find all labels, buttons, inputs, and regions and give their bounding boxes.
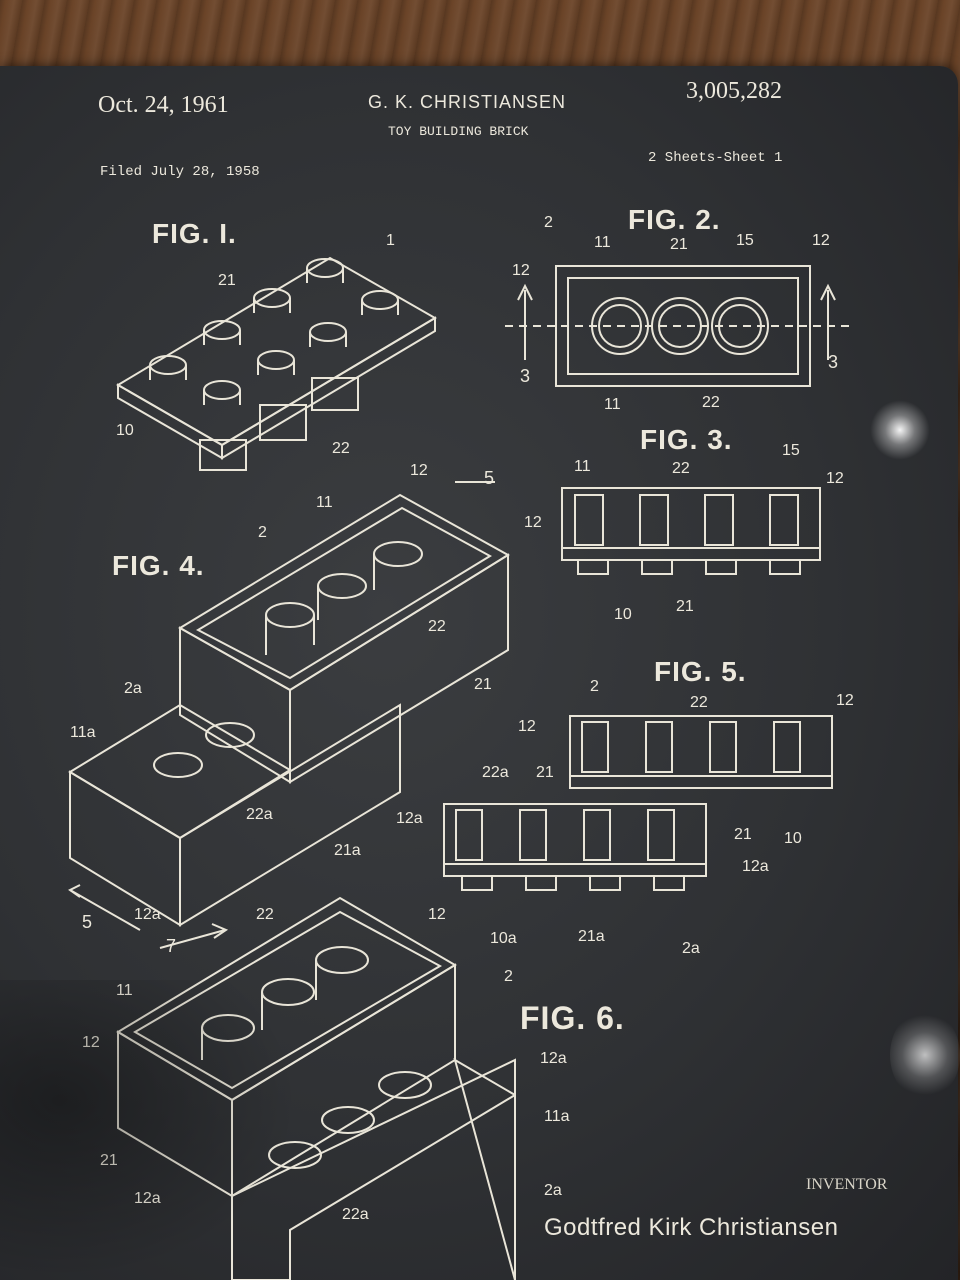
ref-label: 12 [512, 262, 530, 279]
ref-label: 12 [428, 906, 446, 923]
ref-label: 2 [544, 214, 553, 231]
ref-label: 12a [134, 1190, 161, 1208]
ref-label: 5 [484, 468, 495, 488]
ref-label: 21 [100, 1152, 118, 1170]
ref-label: 10 [614, 606, 632, 623]
ref-label: 22a [342, 1206, 369, 1223]
patent-title: TOY BUILDING BRICK [388, 124, 529, 139]
ref-label: 21a [578, 928, 605, 945]
fig1-title: FIG. I. [152, 218, 237, 249]
fig4-title: FIG. 4. [112, 550, 205, 581]
ref-label: 22 [256, 906, 274, 923]
ref-label: 12 [836, 692, 854, 709]
ref-label: 22 [672, 460, 690, 477]
ref-label: 12a [396, 810, 423, 827]
ref-label: 11 [316, 494, 333, 511]
ref-label: 12 [410, 462, 428, 479]
fig4-stacked-bricks [68, 481, 510, 931]
ref-label: 11 [604, 396, 621, 413]
ref-label: 10 [784, 830, 802, 847]
fig3-section [561, 487, 821, 575]
ref-label: 21 [676, 598, 694, 615]
ref-label: 12a [134, 906, 161, 923]
ref-label: 11a [544, 1108, 570, 1125]
ref-label: 10 [116, 422, 134, 439]
ref-label: 12 [82, 1034, 100, 1052]
ref-label: 15 [736, 232, 754, 249]
ref-label: 12 [826, 470, 844, 487]
ref-label: 22 [428, 618, 446, 635]
ref-label: 11 [574, 458, 591, 475]
ref-label: 22 [690, 694, 708, 711]
fig6-offset-bricks [116, 896, 516, 1280]
fig5-section [443, 715, 833, 891]
fig2-top-view [505, 265, 855, 387]
ref-label: 12a [540, 1050, 567, 1067]
ref-label: 5 [82, 912, 93, 932]
inventor-full-name: Godtfred Kirk Christiansen [544, 1214, 839, 1241]
ref-label: 7 [166, 936, 177, 956]
inventor-label: INVENTOR [806, 1176, 888, 1193]
ref-label: 2a [544, 1182, 562, 1199]
ref-label: 2 [590, 678, 599, 695]
ref-label: 3 [520, 366, 531, 386]
ref-label: 11 [594, 234, 611, 251]
ref-label: 12 [524, 514, 542, 531]
ref-label: 22 [332, 440, 350, 457]
ref-label: 10a [490, 930, 517, 947]
ref-label: 22a [482, 764, 509, 781]
ref-label: 3 [828, 352, 839, 372]
sheet-count: 2 Sheets-Sheet 1 [648, 150, 783, 166]
ref-label: 11 [116, 982, 133, 1000]
ref-label: 21 [670, 236, 688, 253]
light-glare [870, 400, 930, 460]
fig1-plate-drawing [116, 256, 437, 471]
ref-label: 22a [246, 806, 273, 823]
patent-date: Oct. 24, 1961 [98, 92, 229, 118]
ref-label: 2a [124, 680, 142, 697]
fig2-title: FIG. 2. [628, 204, 721, 235]
patent-number: 3,005,282 [686, 78, 782, 104]
ref-label: 11a [70, 724, 96, 741]
ref-label: 2 [504, 968, 513, 985]
ref-label: 12 [518, 718, 536, 735]
filed-date: Filed July 28, 1958 [100, 164, 260, 180]
fig5-title: FIG. 5. [654, 656, 747, 687]
ref-label: 12 [812, 232, 830, 249]
fig6-title: FIG. 6. [520, 1000, 625, 1036]
ref-label: 21 [474, 676, 492, 693]
ref-label: 21 [218, 272, 236, 289]
ref-label: 22 [702, 394, 720, 411]
ref-label: 1 [386, 232, 395, 249]
ref-label: 12a [742, 858, 769, 875]
inventor-header: G. K. CHRISTIANSEN [368, 92, 567, 112]
ref-label: 21a [334, 842, 361, 859]
photo-shadow [0, 980, 300, 1280]
fig3-title: FIG. 3. [640, 424, 733, 455]
ref-label: 15 [782, 442, 800, 459]
ref-label: 21 [734, 826, 752, 843]
light-glare [890, 1010, 960, 1100]
ref-label: 2a [682, 940, 700, 957]
ref-label: 21 [536, 764, 554, 781]
ref-label: 2 [258, 524, 267, 541]
